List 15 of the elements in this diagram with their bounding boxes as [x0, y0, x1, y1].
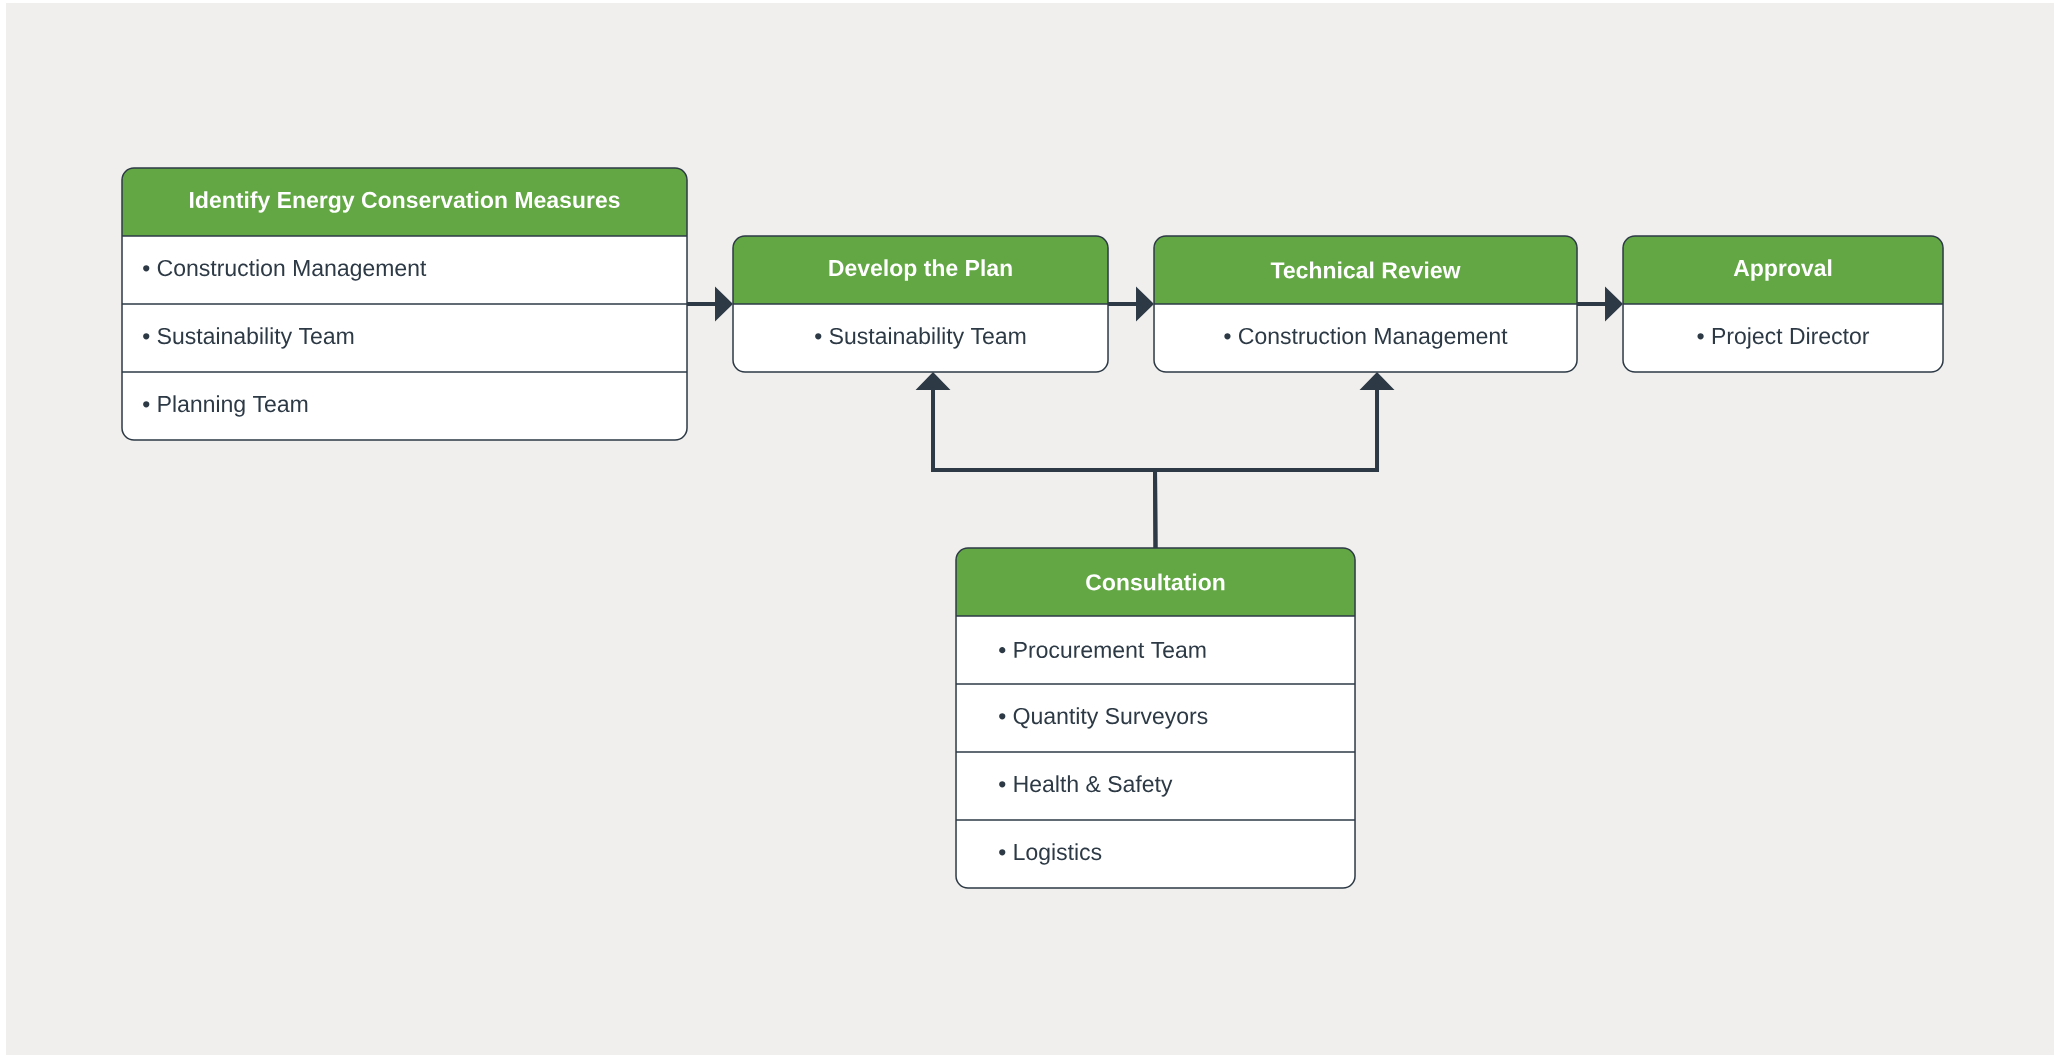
list-item: • Sustainability Team [143, 327, 354, 349]
card-heading: Consultation [1086, 573, 1225, 591]
card-heading: Approval [1733, 259, 1832, 281]
list-item: • Logistics [999, 843, 1102, 865]
list-item: • Procurement Team [999, 641, 1206, 658]
list-item: • Sustainability Team [815, 327, 1026, 349]
card-heading: Identify Energy Conservation Measures [190, 191, 620, 213]
list-item: • Quantity Surveyors [999, 707, 1208, 729]
list-item: • Planning Team [143, 395, 308, 417]
list-item: • Project Director [1697, 327, 1870, 349]
card-heading: Develop the Plan [829, 259, 1012, 281]
card-heading: Technical Review [1270, 261, 1461, 279]
list-item: • Health & Safety [999, 775, 1173, 797]
list-item: • Construction Management [1224, 327, 1508, 349]
list-item: • Construction Management [143, 259, 427, 281]
